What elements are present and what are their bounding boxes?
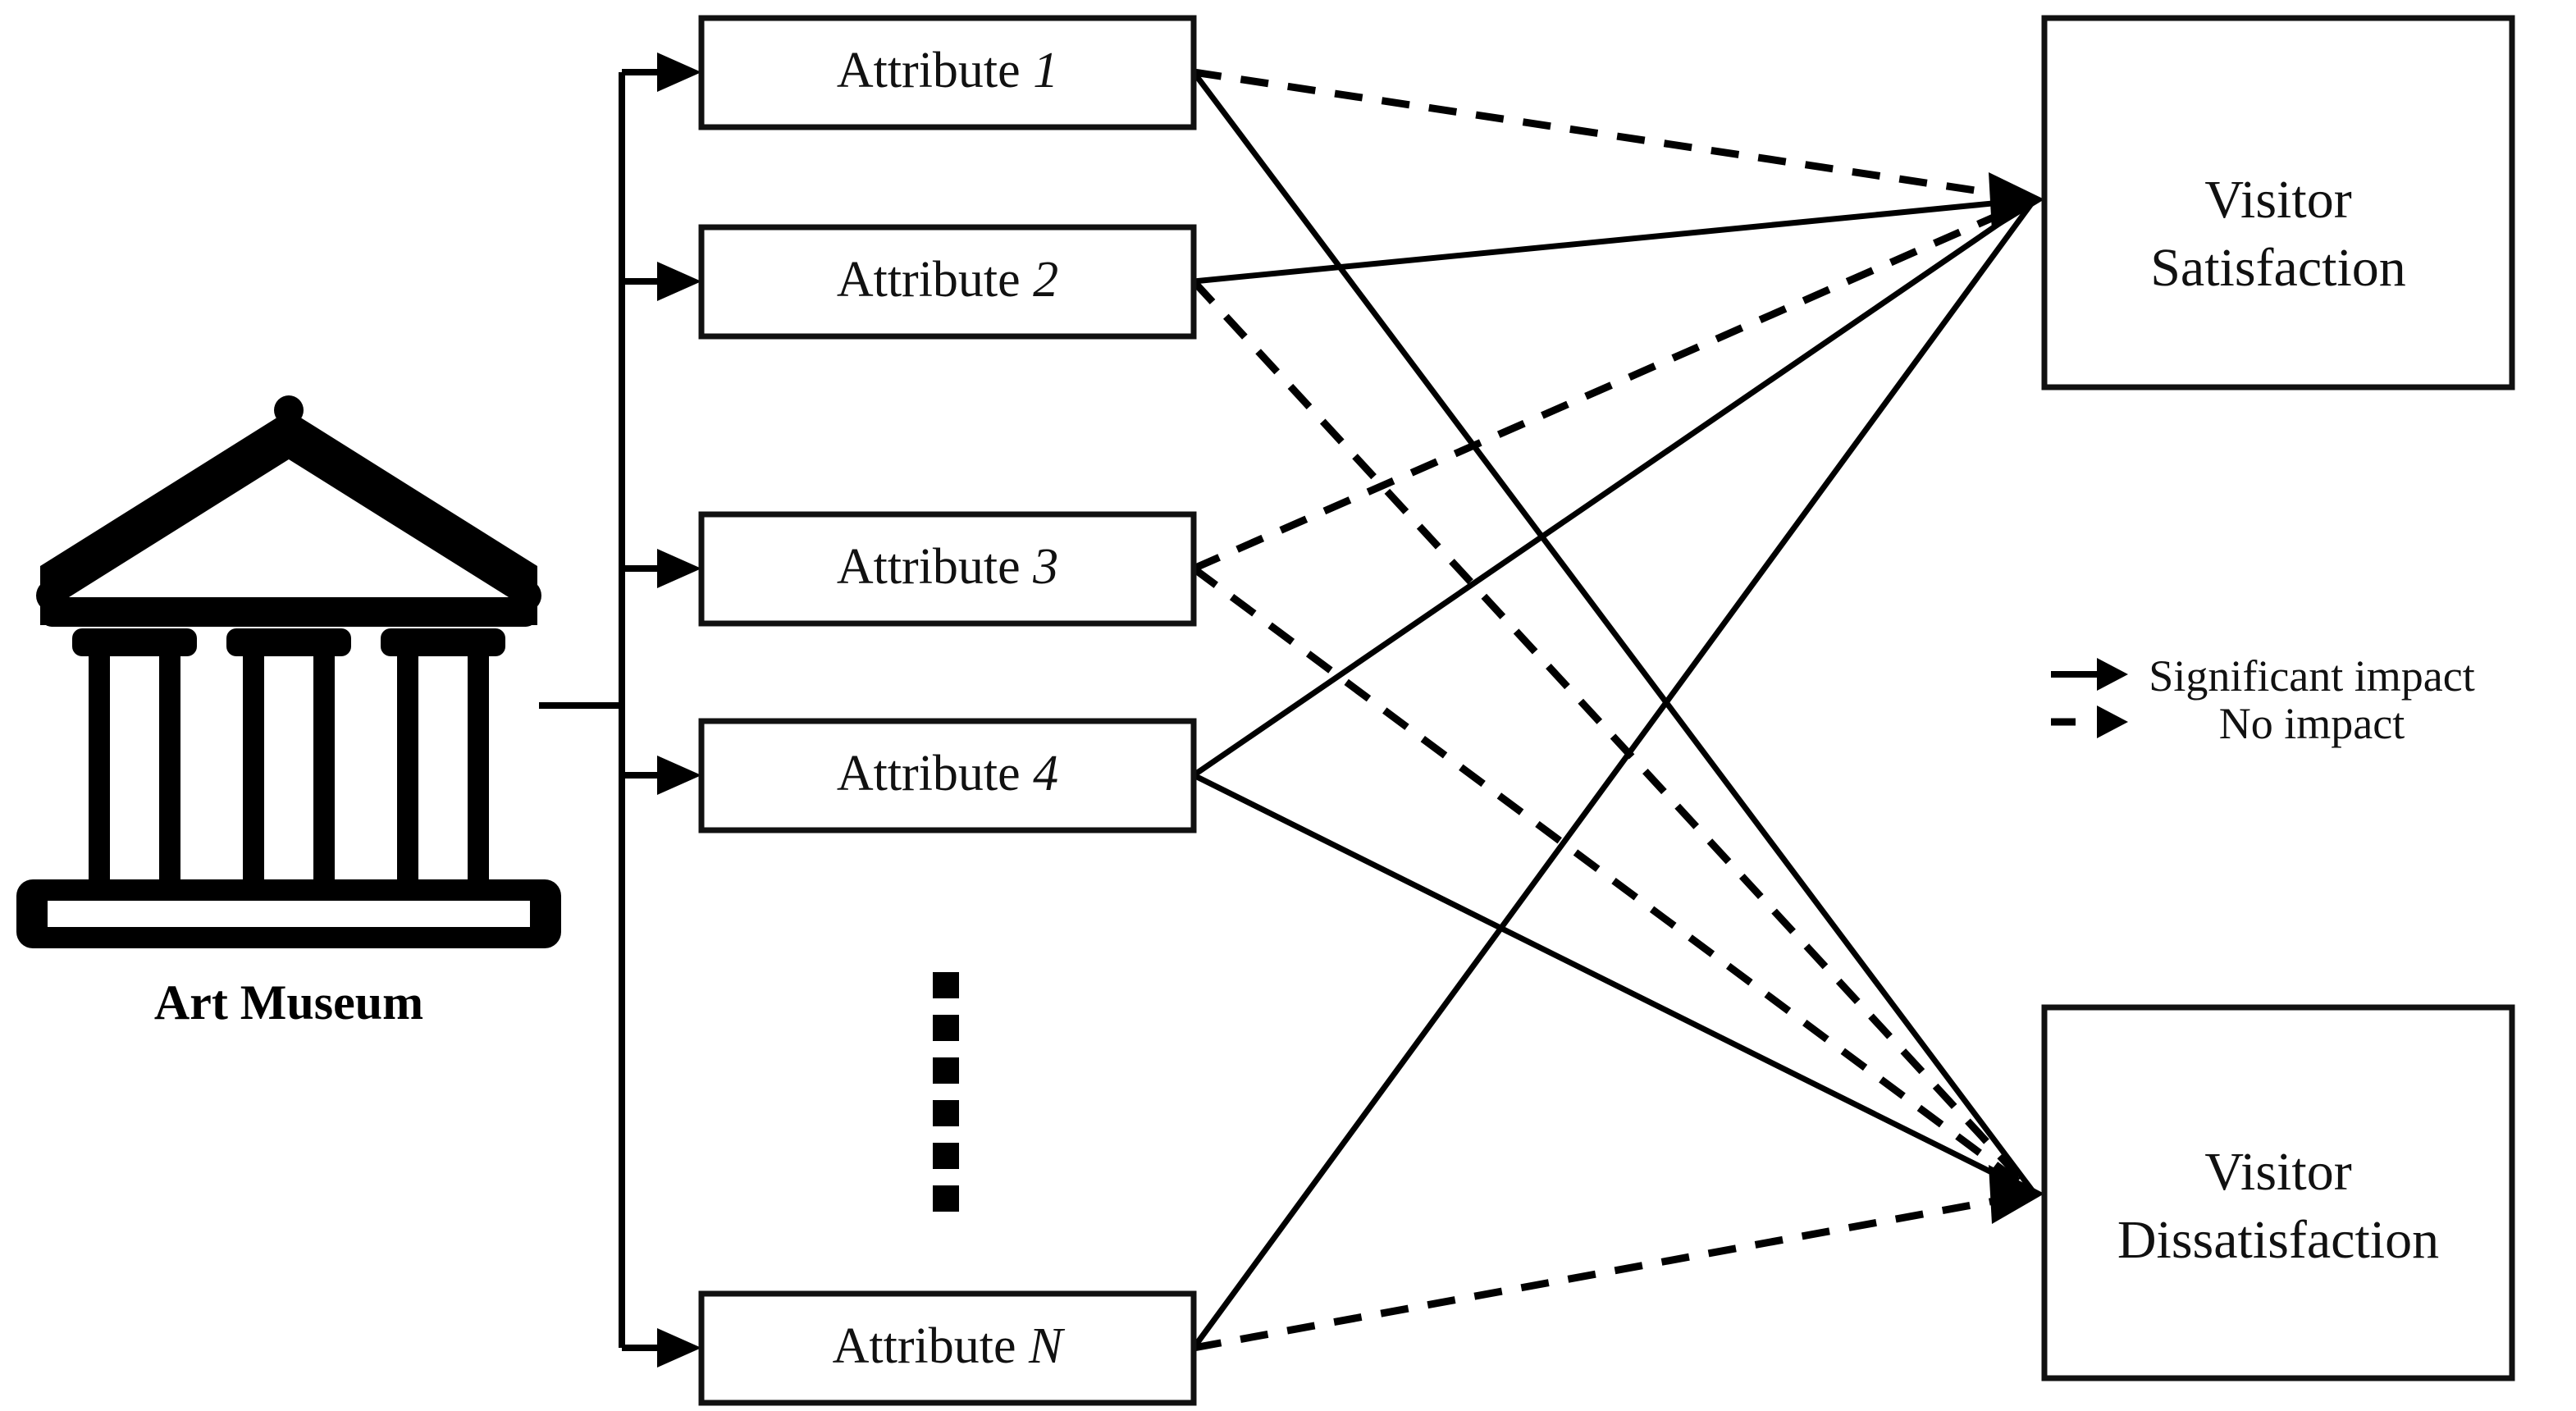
- source-branch-connector: [539, 53, 701, 1368]
- legend-solid-arrowhead: [2097, 658, 2128, 691]
- link-a3-dissatisfaction: [1191, 565, 2037, 1197]
- legend-label-significant-impact: Significant impact: [2149, 651, 2474, 701]
- museum-capital-3: [381, 628, 505, 656]
- museum-shaft-1-left: [89, 656, 110, 879]
- link-a2-dissatisfaction: [1190, 278, 2038, 1197]
- attribute-box-n[interactable]: Attribute N: [698, 1290, 1197, 1406]
- arrowhead-attribute-3: [657, 549, 701, 588]
- outcome-dissatisfaction-line1: Visitor: [2204, 1142, 2351, 1202]
- attribute-box-4-label: Attribute 4: [837, 746, 1058, 801]
- museum-capital-2: [226, 628, 351, 656]
- attribute-box-1-rect[interactable]: [698, 15, 1197, 130]
- outcome-satisfaction-line2: Satisfaction: [2150, 238, 2406, 298]
- museum-roof: [40, 410, 537, 625]
- ellipsis-dot-1: [933, 972, 959, 998]
- arrowhead-attribute-1: [657, 53, 701, 92]
- museum-column-1: [72, 628, 197, 879]
- arrowhead-attribute-4: [657, 756, 701, 795]
- vertical-ellipsis: [933, 972, 959, 1212]
- outcome-box-dissatisfaction-rect[interactable]: [2041, 1004, 2515, 1381]
- link-a1-satisfaction: [1193, 68, 2035, 203]
- outcome-box-satisfaction[interactable]: Visitor Satisfaction: [2041, 15, 2515, 390]
- attribute-box-2-label: Attribute 2: [837, 252, 1058, 308]
- museum-shaft-2-left: [243, 656, 264, 879]
- attribute-box-3-rect[interactable]: [698, 511, 1197, 627]
- museum-roof-apex: [274, 395, 304, 425]
- museum-shaft-1-right: [159, 656, 180, 879]
- impact-links: [1190, 68, 2044, 1352]
- museum-capital-1: [72, 628, 197, 656]
- museum-icon: [16, 395, 561, 948]
- link-a4-satisfaction: [1192, 197, 2036, 778]
- attribute-box-n-rect[interactable]: [698, 1290, 1197, 1406]
- ellipsis-dot-4: [933, 1100, 959, 1126]
- attribute-box-3[interactable]: Attribute 3: [698, 511, 1197, 627]
- attribute-boxes: Attribute 1 Attribute 2 Attribute 3 Attr…: [698, 15, 1197, 1406]
- arrowhead-attribute-n: [657, 1328, 701, 1368]
- arrowhead-attribute-2: [657, 262, 701, 301]
- source-label: Art Museum: [154, 975, 423, 1030]
- legend: Significant impact No impact: [2051, 651, 2475, 748]
- attribute-box-4[interactable]: Attribute 4: [698, 718, 1197, 833]
- outcome-satisfaction-line1: Visitor: [2204, 170, 2351, 230]
- link-an-satisfaction: [1191, 197, 2037, 1350]
- link-a1-dissatisfaction: [1191, 70, 2037, 1196]
- museum-shaft-2-right: [313, 656, 335, 879]
- attribute-box-n-label: Attribute N: [833, 1318, 1066, 1374]
- ellipsis-dot-2: [933, 1015, 959, 1041]
- museum-base: [16, 879, 561, 948]
- arrowhead-dissatisfaction: [1989, 1165, 2044, 1224]
- arrowhead-satisfaction: [1989, 172, 2044, 231]
- outcome-dissatisfaction-line2: Dissatisfaction: [2117, 1210, 2439, 1270]
- ellipsis-dot-5: [933, 1143, 959, 1169]
- attribute-box-1-label: Attribute 1: [837, 43, 1058, 98]
- link-an-dissatisfaction: [1193, 1190, 2035, 1352]
- ellipsis-dot-6: [933, 1185, 959, 1212]
- museum-shaft-3-right: [468, 656, 489, 879]
- museum-column-3: [381, 628, 505, 879]
- attribute-box-1[interactable]: Attribute 1: [698, 15, 1197, 130]
- outcome-box-dissatisfaction[interactable]: Visitor Dissatisfaction: [2041, 1004, 2515, 1381]
- museum-architrave: [40, 597, 537, 627]
- museum-shaft-3-left: [397, 656, 418, 879]
- link-a4-dissatisfaction: [1192, 772, 2036, 1197]
- link-a3-satisfaction: [1192, 195, 2036, 573]
- attribute-box-3-label: Attribute 3: [837, 539, 1058, 595]
- attribute-box-4-rect[interactable]: [698, 718, 1197, 833]
- outcome-box-satisfaction-rect[interactable]: [2041, 15, 2515, 390]
- legend-item-no-impact: No impact: [2051, 699, 2405, 748]
- ellipsis-dot-3: [933, 1057, 959, 1084]
- link-a2-satisfaction: [1193, 196, 2035, 285]
- attribute-box-2[interactable]: Attribute 2: [698, 224, 1197, 340]
- museum-column-2: [226, 628, 351, 879]
- legend-dashed-arrowhead: [2097, 706, 2128, 738]
- attribute-box-2-rect[interactable]: [698, 224, 1197, 340]
- legend-label-no-impact: No impact: [2219, 699, 2405, 748]
- legend-item-significant-impact: Significant impact: [2051, 651, 2475, 701]
